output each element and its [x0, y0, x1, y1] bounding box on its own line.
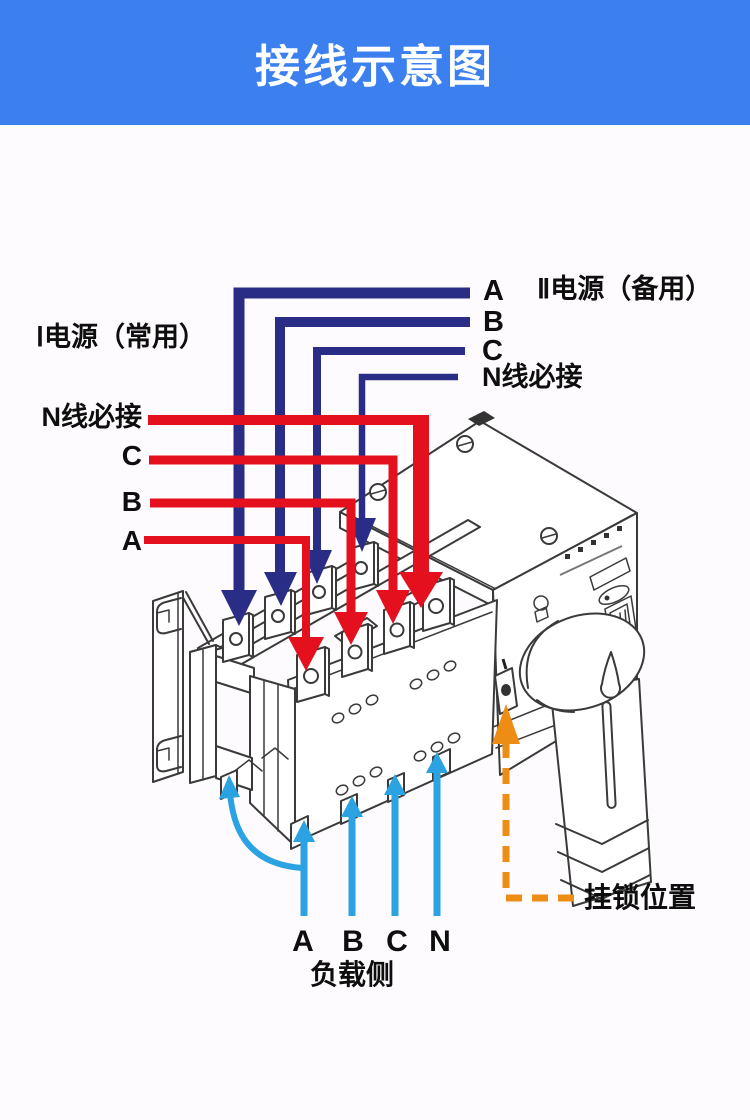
backup-phase-b-wire	[275, 317, 470, 572]
position-mark	[501, 658, 508, 670]
arrow-head-icon	[221, 590, 257, 626]
backup-phase-a-wire	[233, 287, 470, 590]
arrow-head-icon	[264, 572, 297, 606]
backup-phase-b-label: B	[483, 306, 504, 338]
mounting-bracket	[152, 590, 214, 783]
load-phase-n-label: N	[429, 925, 451, 958]
main-phase-a-label: A	[121, 525, 142, 556]
backup-phase-a-label: A	[483, 275, 504, 307]
load-phase-a-label: A	[292, 925, 314, 958]
handle-slot	[601, 701, 617, 809]
title-banner: 接线示意图	[0, 0, 750, 125]
main-phase-n-label: N线必接	[41, 402, 143, 432]
handle-pointer	[600, 651, 621, 699]
arrow-head-icon	[426, 752, 448, 773]
arrow-head-icon	[492, 704, 520, 744]
vent-holes	[331, 660, 461, 796]
load-phase-c-label: C	[386, 925, 408, 958]
terminal-tab	[264, 589, 296, 640]
padlock-leader-line	[502, 742, 580, 902]
source-backup-label: Ⅱ电源（备用）	[537, 274, 713, 304]
arrow-head-icon	[399, 572, 443, 608]
load-side-label: 负载侧	[310, 959, 395, 990]
main-phase-c-label: C	[121, 440, 142, 471]
main-phase-b-label: B	[121, 486, 142, 517]
arrow-head-icon	[341, 796, 363, 817]
padlock-position-label: 挂锁位置	[584, 882, 697, 913]
padlock-hole	[494, 667, 518, 715]
main-phase-a-wire	[144, 536, 310, 637]
notch-marks	[235, 747, 289, 772]
arrow-head-icon	[334, 612, 368, 645]
backup-phase-c-wire	[313, 347, 465, 550]
handle-chevrons	[555, 819, 651, 900]
page-title: 接线示意图	[254, 41, 495, 92]
operating-handle	[518, 612, 652, 907]
source-backup-arrows	[221, 287, 470, 626]
backup-phase-n-wire	[358, 373, 458, 518]
arrow-head-icon	[219, 775, 240, 799]
source-main-label: Ⅰ电源（常用）	[36, 322, 206, 352]
panel-text-line	[559, 545, 623, 576]
source-main-arrows	[144, 415, 443, 671]
main-phase-c-wire	[149, 455, 398, 590]
arrow-head-icon	[293, 820, 315, 842]
load-phase-b-label: B	[342, 925, 364, 958]
padlock-arrow	[492, 704, 580, 902]
arrow-head-icon	[288, 637, 324, 671]
cover-screw	[369, 435, 558, 545]
backup-phase-n-label: N线必接	[482, 362, 583, 392]
cover-clip	[468, 411, 495, 426]
pole-barriers	[189, 644, 296, 847]
backup-phase-c-label: C	[482, 335, 503, 367]
arrow-head-icon	[384, 774, 406, 795]
indicator-leds	[565, 526, 622, 559]
arrow-head-icon	[376, 590, 410, 624]
back-terminals	[222, 541, 379, 663]
front-terminals	[296, 577, 455, 703]
panel-display	[589, 557, 631, 591]
terminal-tab	[341, 623, 373, 678]
main-phase-b-wire	[150, 498, 356, 612]
load-arrows	[219, 752, 448, 916]
